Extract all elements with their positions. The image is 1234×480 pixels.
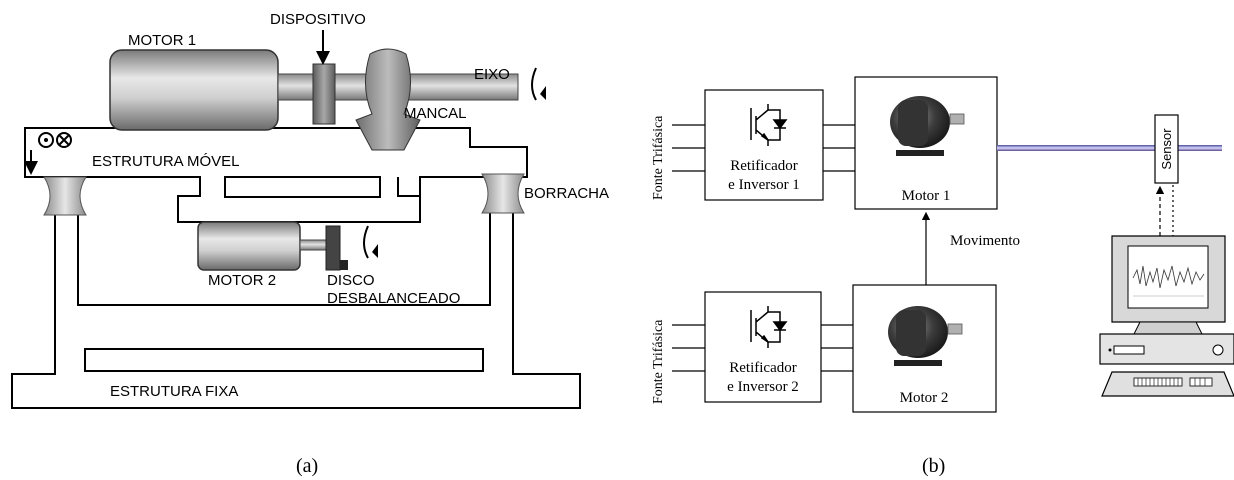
movable-inner-steps [199,177,420,197]
label-motor2: MOTOR 2 [208,272,276,289]
movable-structure [24,127,528,223]
label-fonte1: Fonte Trifásica [651,115,666,200]
label-motor1: MOTOR 1 [128,32,196,49]
eixo-rotation-head [540,86,546,100]
monitor-signal-trace [1132,265,1205,289]
sensor-box [1154,114,1179,184]
panel-a: MOTOR 1 DISPOSITIVO EIXO MANCAL ESTRUTUR… [11,11,609,477]
disco-rotation-icon [363,225,369,259]
into-plane-icon [56,132,72,148]
label-fonte2: Fonte Trifásica [651,319,666,404]
motor2-body [197,221,301,271]
label-ret2-line1: Retificador [729,360,796,376]
label-ret2-line2: e Inversor 2 [727,379,799,395]
label-estrutura-fixa: ESTRUTURA FIXA [110,383,238,400]
label-ret1-line1: Retificador [730,158,797,174]
unbalanced-disc [325,225,341,271]
computer-icon [1099,235,1234,397]
label-disco: DISCO [327,272,375,289]
motor1-photo [890,96,965,156]
panel-b: Fonte Trifásica Fonte Trifásica Retifica… [651,76,1234,477]
movable-inner-slot [224,176,381,198]
out-of-plane-icon [38,132,54,148]
label-estrutura-movel: ESTRUTURA MÓVEL [92,153,240,170]
igbt-icon-2 [750,306,788,348]
label-sensor: Sensor [1159,128,1174,170]
label-desbalanceado: DESBALANCEADO [327,290,460,307]
caption-a: (a) [296,455,318,477]
input-lines-2 [672,324,705,372]
caption-b: (b) [922,455,945,477]
label-dispositivo: DISPOSITIVO [270,11,366,28]
motor1-body [109,49,279,131]
fixed-base-slot [84,348,484,372]
rubber-mount-right [481,173,525,214]
eixo-rotation-icon [531,67,537,101]
input-lines-1 [672,124,705,172]
disco-rotation-head [372,244,378,258]
inverter2-motor2-lines [821,324,853,372]
igbt-icon-1 [750,104,788,146]
unbalanced-mass [340,260,348,270]
motor2-photo [888,306,963,366]
label-ret1-line2: e Inversor 1 [728,177,800,193]
shaft-cable-right [1178,145,1222,151]
label-movimento: Movimento [950,233,1020,249]
label-motor2-b: Motor 2 [900,390,949,406]
inverter1-motor1-lines [823,124,855,172]
label-mancal: MANCAL [404,105,467,122]
label-eixo: EIXO [474,66,510,83]
mancal-bearing [355,48,421,151]
inverter-box-2 [704,291,822,403]
rubber-mount-left [43,176,87,216]
dispositivo-block [312,63,336,125]
label-motor1-b: Motor 1 [902,188,951,204]
motor2-shaft [299,239,327,251]
label-borracha: BORRACHA [524,185,609,202]
inverter-box-1 [704,89,824,201]
shaft-cable-left [997,145,1155,151]
